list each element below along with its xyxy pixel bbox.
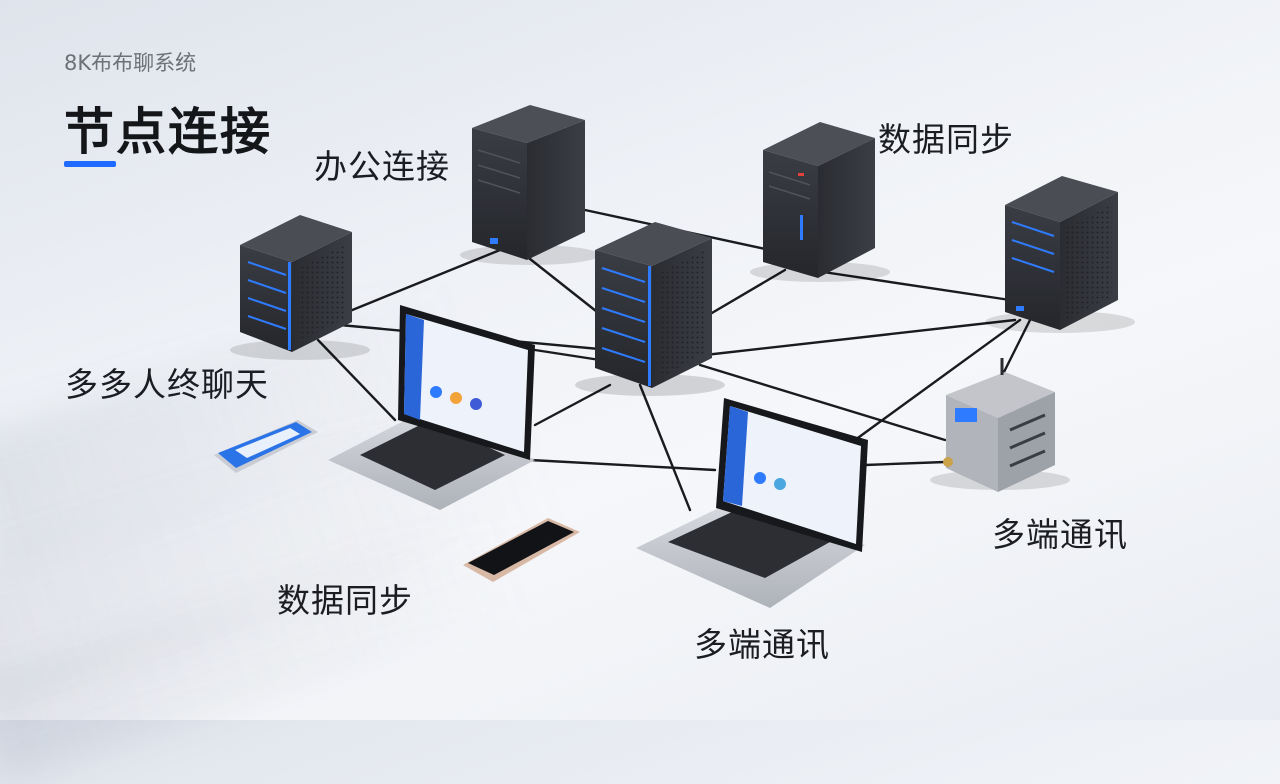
- label-multi-comm-right: 多端通讯: [992, 515, 1128, 554]
- network-diagram: [214, 105, 1135, 608]
- brand-name: 8K布布聊系统: [64, 51, 197, 75]
- server-left: [230, 215, 370, 360]
- label-office-connect: 办公连接: [314, 147, 450, 186]
- laptop-right: [636, 398, 868, 608]
- gateway-device: [930, 358, 1070, 492]
- label-data-sync-top: 数据同步: [878, 120, 1014, 159]
- server-right: [985, 176, 1135, 333]
- server-top-center: [460, 105, 600, 265]
- label-data-sync-bottom: 数据同步: [277, 581, 413, 620]
- server-center: [575, 222, 725, 396]
- connection-cables: [316, 208, 1032, 512]
- label-multi-chat: 多多人终聊天: [65, 365, 269, 404]
- laptop-left: [328, 305, 535, 510]
- phone-bottom: [463, 518, 580, 582]
- phone-left: [214, 420, 318, 473]
- title-underline: [64, 161, 116, 167]
- page-title: 节点连接: [64, 103, 272, 161]
- server-top-right: [750, 122, 890, 282]
- label-multi-comm-bottom: 多端通讯: [694, 625, 830, 664]
